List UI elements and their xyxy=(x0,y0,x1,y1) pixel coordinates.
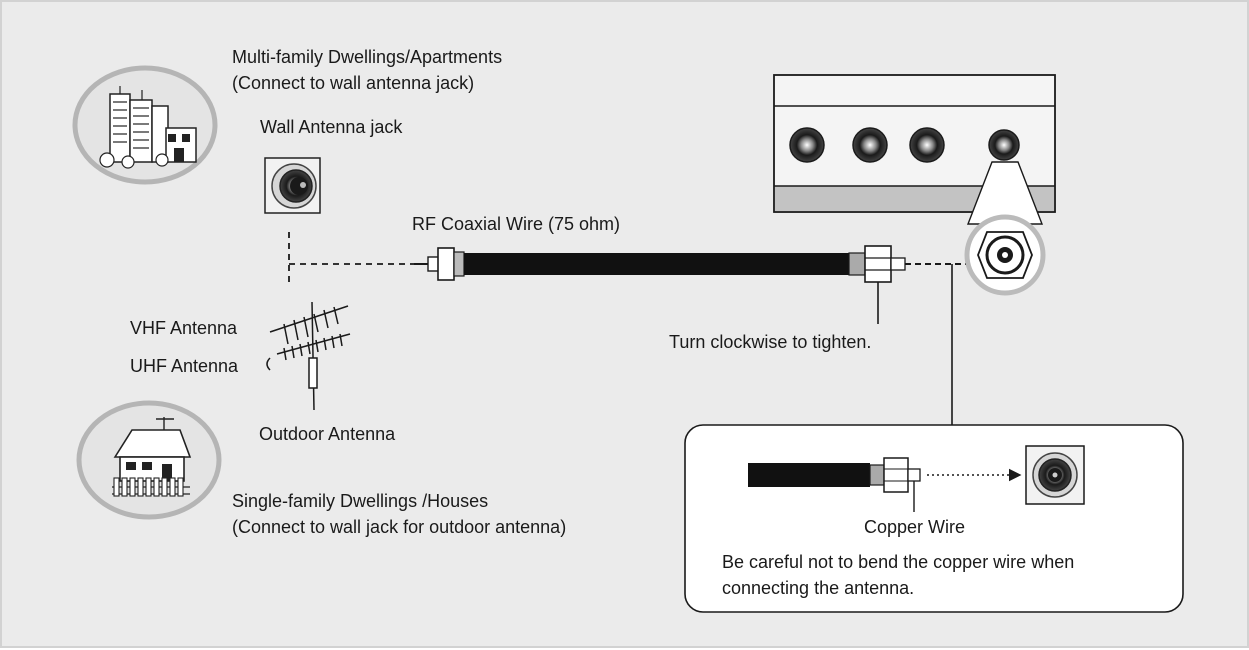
tighten-label: Turn clockwise to tighten. xyxy=(669,332,872,352)
wall-antenna-jack-icon xyxy=(264,157,321,214)
caution-line-2: connecting the antenna. xyxy=(722,578,915,598)
house-icon xyxy=(76,400,222,520)
outdoor-antenna-icon xyxy=(266,301,351,411)
single-family-subtitle: (Connect to wall jack for outdoor antenn… xyxy=(232,517,567,537)
uhf-antenna-label: UHF Antenna xyxy=(130,356,239,376)
rf-coaxial-cable xyxy=(414,245,989,283)
copper-wire-label: Copper Wire xyxy=(864,517,966,537)
single-family-title: Single-family Dwellings /Houses xyxy=(232,491,489,511)
apartment-buildings-icon xyxy=(72,65,218,185)
vhf-antenna-label: VHF Antenna xyxy=(130,318,238,338)
multi-family-subtitle: (Connect to wall antenna jack) xyxy=(232,73,475,93)
caution-line-1: Be careful not to bend the copper wire w… xyxy=(722,552,1075,572)
rf-wire-label: RF Coaxial Wire (75 ohm) xyxy=(412,214,621,234)
dashed-connection-lines xyxy=(288,232,414,284)
detail-callout-box xyxy=(684,424,1184,613)
coaxial-connector-icon xyxy=(964,161,1046,296)
multi-family-title: Multi-family Dwellings/Apartments xyxy=(232,47,503,67)
wall-jack-label: Wall Antenna jack xyxy=(260,117,403,137)
outdoor-antenna-label: Outdoor Antenna xyxy=(259,424,396,444)
